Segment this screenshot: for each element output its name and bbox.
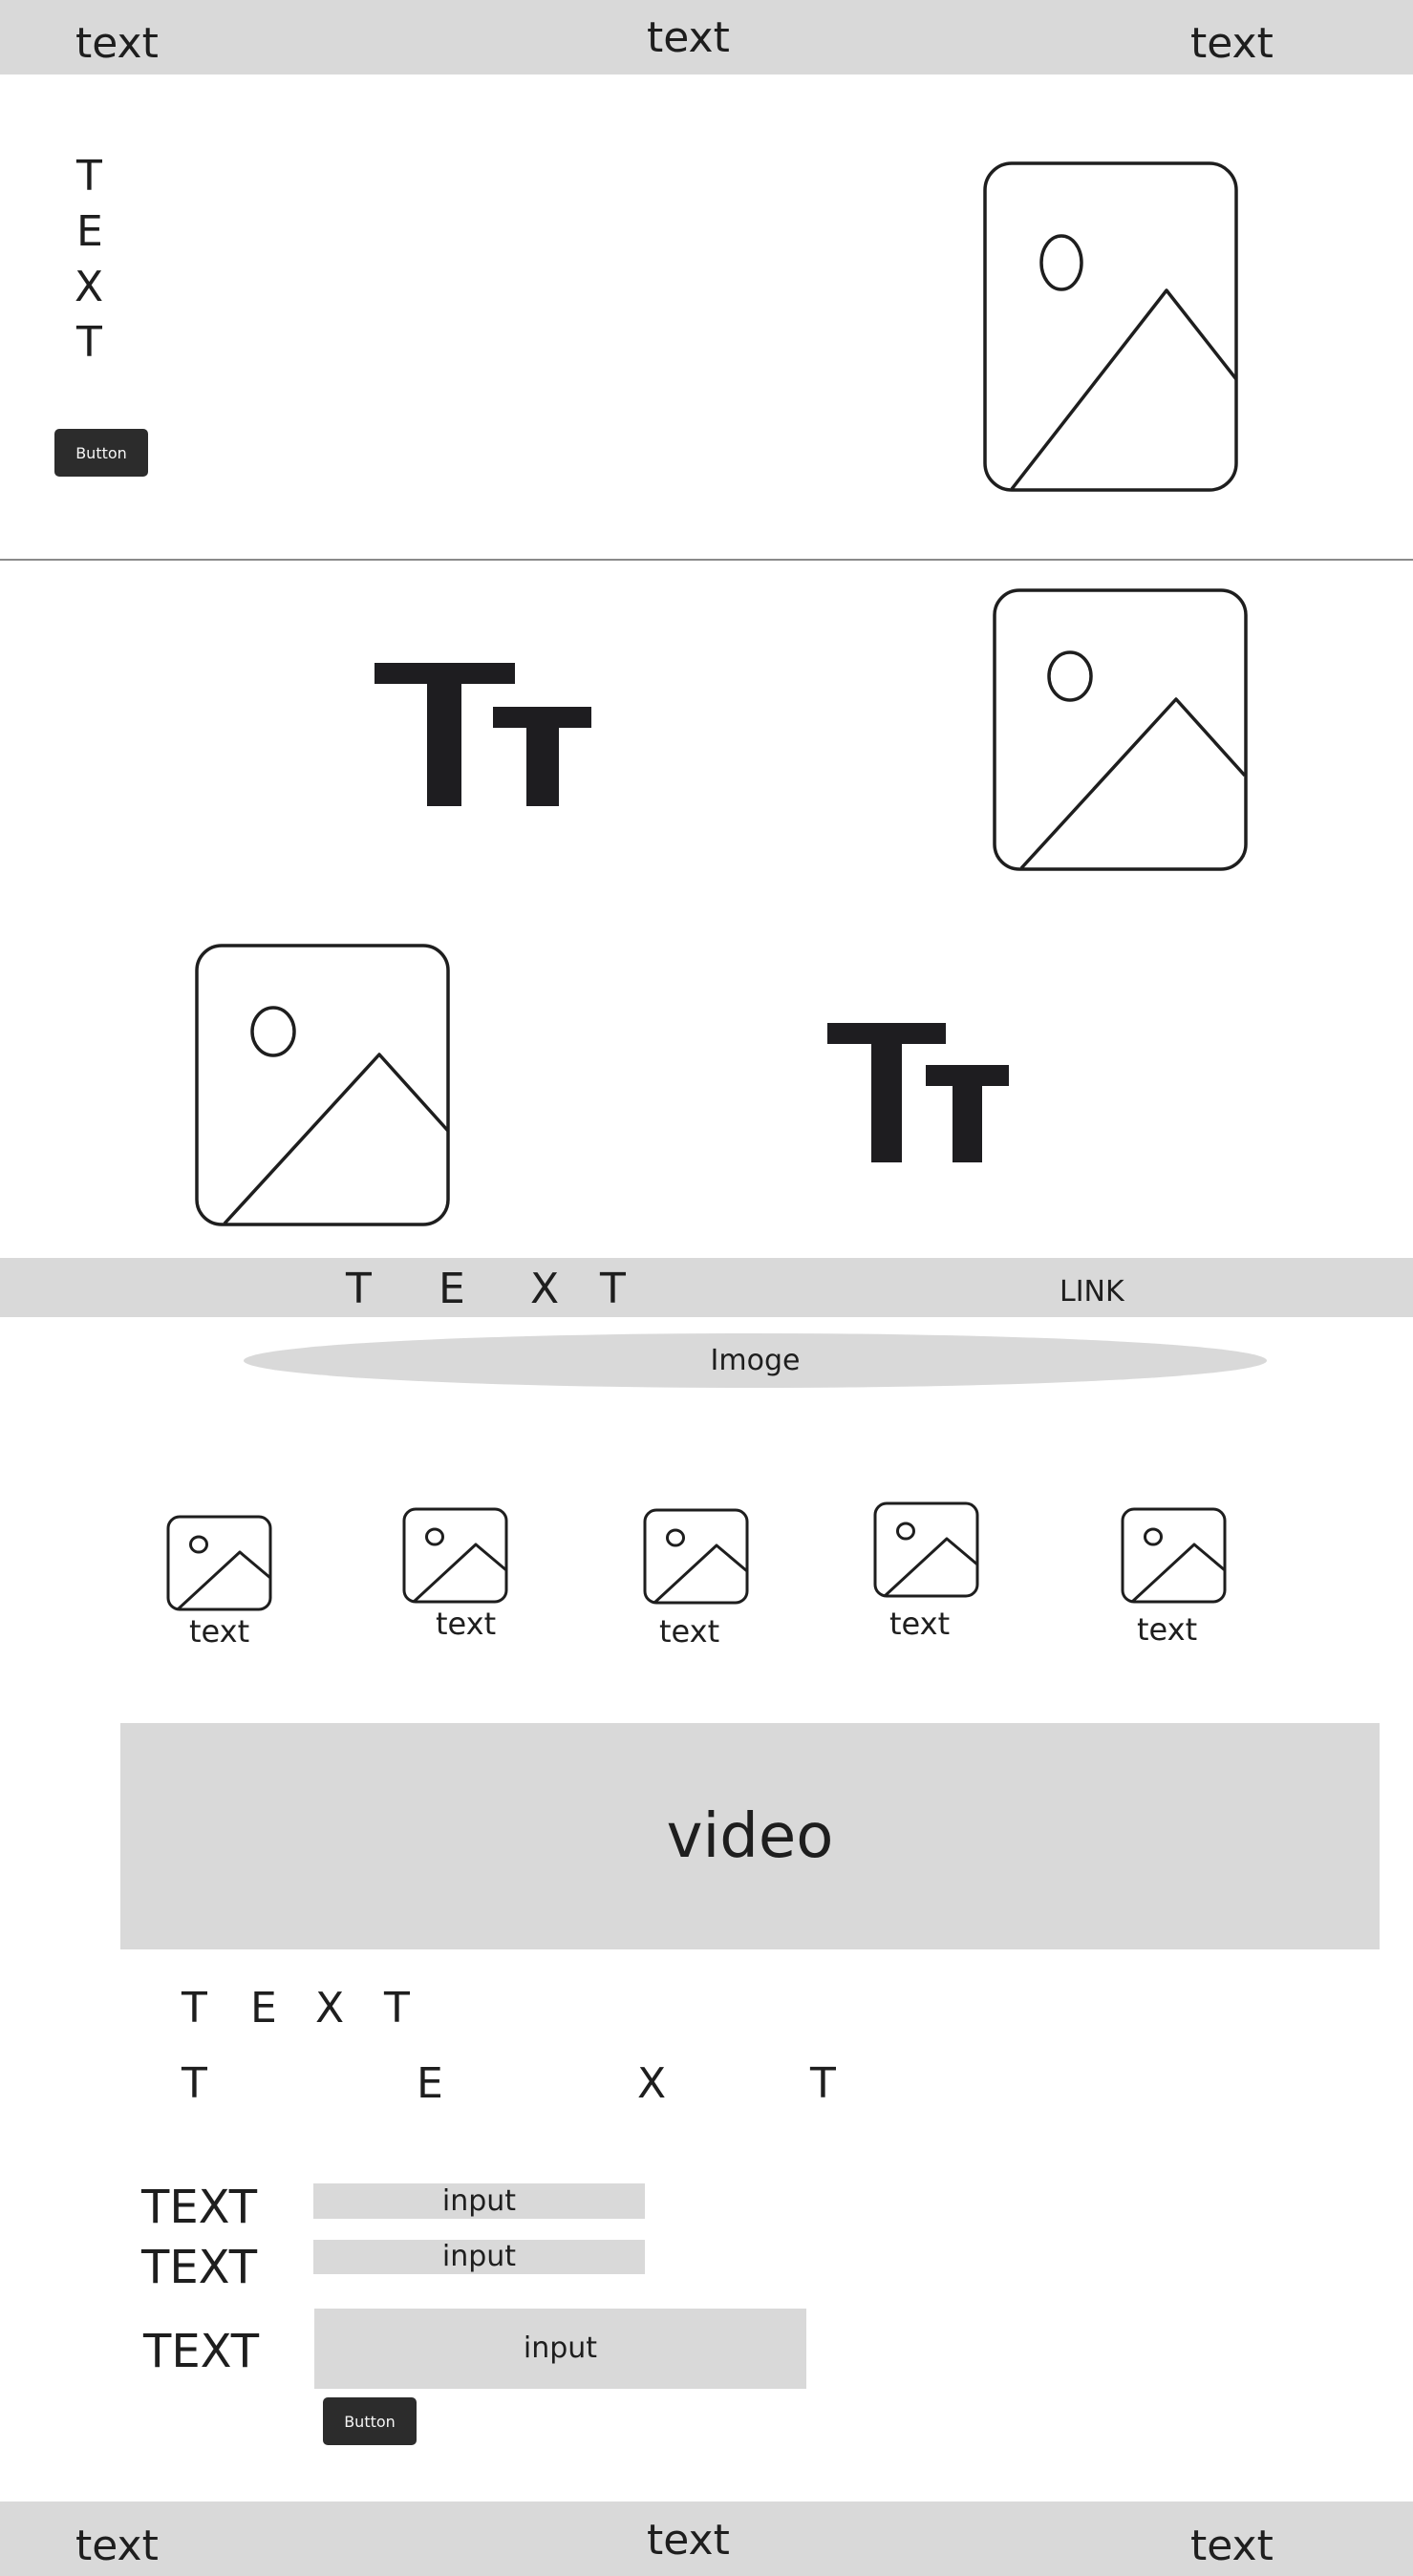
gallery-caption: text: [436, 1606, 497, 1642]
link-bar-letter-3: X: [530, 1265, 560, 1313]
gallery-caption: text: [189, 1613, 250, 1650]
gallery-caption: text: [659, 1613, 720, 1650]
textarea-field[interactable]: input: [314, 2309, 806, 2389]
hero-letter-4: T: [76, 318, 102, 367]
spaced-letter-r2-3: X: [637, 2059, 667, 2108]
video-label: video: [666, 1800, 834, 1872]
hero-letter-3: X: [75, 263, 104, 311]
image-pill-label: Imoge: [710, 1343, 801, 1377]
section-divider: [0, 559, 1413, 561]
spaced-letter-r1-4: T: [384, 1984, 410, 2033]
image-pill: Imoge: [244, 1333, 1267, 1388]
image-placeholder-icon: [983, 161, 1238, 492]
spaced-letter-r1-3: X: [315, 1984, 345, 2033]
header-bar: [0, 0, 1413, 75]
footer-center-text: text: [647, 2516, 730, 2565]
spaced-letter-r1-1: T: [182, 1984, 207, 2033]
spaced-letter-r1-2: E: [250, 1984, 277, 2033]
text-format-icon: [827, 1023, 1009, 1162]
image-placeholder-icon: [166, 1515, 272, 1611]
hero-button[interactable]: Button: [54, 429, 148, 477]
video-player[interactable]: video: [120, 1723, 1380, 1949]
form-label: TEXT: [143, 2325, 260, 2378]
gallery-caption: text: [1137, 1611, 1198, 1648]
image-placeholder-icon: [402, 1507, 508, 1604]
spaced-letter-r2-4: T: [810, 2059, 836, 2108]
footer-right-text: text: [1190, 2522, 1274, 2570]
link-bar: [0, 1258, 1413, 1317]
input-value: input: [523, 2331, 598, 2365]
image-placeholder-icon: [643, 1508, 749, 1605]
image-placeholder-icon: [993, 588, 1248, 871]
spaced-letter-r2-1: T: [182, 2059, 207, 2108]
form-submit-button[interactable]: Button: [323, 2397, 417, 2445]
input-value: input: [441, 2183, 517, 2218]
form-label: TEXT: [141, 2241, 258, 2294]
nav-link[interactable]: LINK: [1060, 1275, 1124, 1309]
header-center-text: text: [647, 13, 730, 62]
text-input-field[interactable]: input: [313, 2183, 645, 2219]
image-placeholder-icon: [873, 1501, 979, 1598]
gallery-caption: text: [889, 1606, 951, 1642]
input-value: input: [441, 2240, 517, 2273]
link-bar-letter-2: E: [439, 1265, 465, 1313]
header-left-text: text: [75, 19, 159, 68]
hero-letter-2: E: [76, 207, 103, 256]
form-label: TEXT: [141, 2181, 258, 2234]
link-bar-letter-1: T: [346, 1265, 372, 1313]
footer-bar: [0, 2501, 1413, 2576]
link-bar-letter-4: T: [600, 1265, 626, 1313]
spaced-letter-r2-2: E: [417, 2059, 443, 2108]
text-input-field[interactable]: input: [313, 2240, 645, 2274]
footer-left-text: text: [75, 2522, 159, 2570]
text-format-icon: [375, 663, 591, 806]
hero-letter-1: T: [76, 152, 102, 201]
header-right-text: text: [1190, 19, 1274, 68]
image-placeholder-icon: [195, 944, 450, 1226]
image-placeholder-icon: [1121, 1507, 1227, 1604]
